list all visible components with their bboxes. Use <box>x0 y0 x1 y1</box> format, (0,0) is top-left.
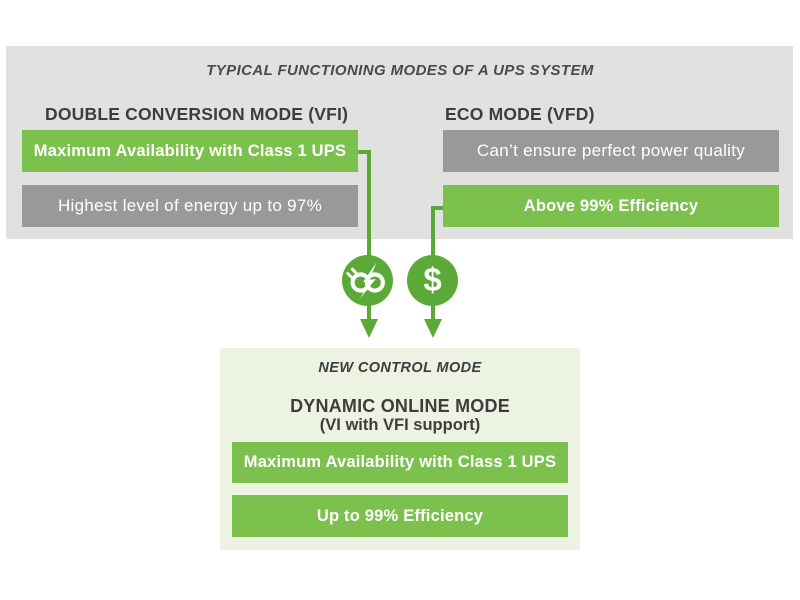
savings-badge: $ <box>407 255 458 306</box>
double-conversion-heading: DOUBLE CONVERSION MODE (VFI) <box>45 104 349 124</box>
result-panel: NEW CONTROL MODE DYNAMIC ONLINE MODE (VI… <box>220 348 580 550</box>
new-control-mode-label: NEW CONTROL MODE <box>318 360 482 376</box>
vi-with-vfi-subtitle: (VI with VFI support) <box>319 416 481 434</box>
dynamic-online-mode-title: DYNAMIC ONLINE MODE <box>290 396 510 416</box>
left-arrowhead-icon <box>360 319 378 338</box>
result-efficiency-bar: Up to 99% Efficiency <box>232 495 568 537</box>
efficiency-bar: Above 99% Efficiency <box>443 185 779 227</box>
continuous-power-infinity-plug-icon <box>346 262 385 299</box>
continuity-badge <box>342 255 393 306</box>
eco-mode-heading: ECO MODE (VFD) <box>445 104 595 124</box>
panel-title: TYPICAL FUNCTIONING MODES OF A UPS SYSTE… <box>206 62 594 79</box>
dollar-savings-icon: $ <box>423 261 442 298</box>
energy-level-bar: Highest level of energy up to 97% <box>22 185 358 227</box>
right-arrowhead-icon <box>424 319 442 338</box>
result-availability-bar: Maximum Availability with Class 1 UPS <box>232 442 568 483</box>
power-quality-bar: Can’t ensure perfect power quality <box>443 130 779 172</box>
availability-bar: Maximum Availability with Class 1 UPS <box>22 130 358 172</box>
